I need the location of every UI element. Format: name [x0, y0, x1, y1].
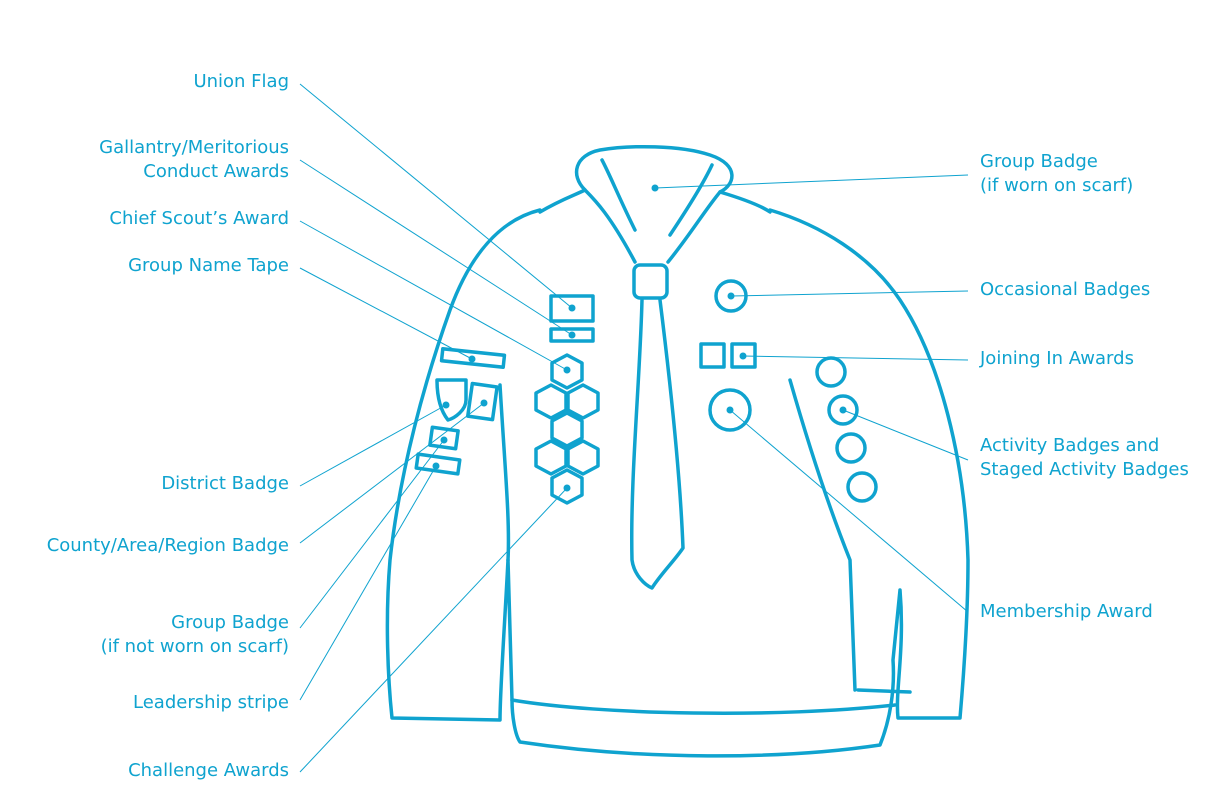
label-gallantry: Gallantry/Meritorious Conduct Awards [99, 137, 289, 182]
leader-challenge [299, 487, 568, 773]
leadership-stripe-badge [414, 452, 462, 476]
label-group-badge-scarf: Group Badge (if worn on scarf) [980, 151, 1134, 196]
challenge-hex-4 [534, 439, 568, 476]
district-badge-shield [435, 378, 468, 422]
activity-badge-3 [835, 432, 867, 464]
activity-badge-2 [827, 394, 859, 426]
county-badge [466, 381, 499, 422]
leader-district [299, 404, 447, 487]
challenge-hex-2 [566, 383, 600, 420]
label-chief-scout: Chief Scout’s Award [109, 208, 289, 229]
right-sleeve-seam [788, 378, 857, 692]
label-county-badge: County/Area/Region Badge [46, 535, 289, 556]
leader-group-badge-scarf [654, 174, 969, 189]
dot-activity [839, 406, 847, 414]
gallantry-badge [549, 327, 595, 343]
collar-inner [583, 188, 722, 264]
dot-county [480, 399, 488, 407]
group-badge-small [428, 425, 460, 451]
dot-chief-scout [563, 366, 571, 374]
label-union-flag: Union Flag [193, 71, 289, 92]
scarf [630, 298, 685, 590]
membership-award-badge [708, 388, 752, 432]
dot-membership [726, 406, 734, 414]
label-membership-award: Membership Award [980, 601, 1153, 622]
label-joining-in-awards: Joining In Awards [980, 348, 1134, 369]
label-leadership-stripe: Leadership stripe [133, 692, 289, 713]
leader-activity [842, 409, 969, 461]
dot-leadership-stripe [432, 462, 440, 470]
leader-chief-scout [299, 220, 568, 371]
dot-district [442, 401, 450, 409]
dot-gallantry [568, 331, 576, 339]
leader-group-name-tape [299, 267, 473, 360]
label-district-badge: District Badge [161, 473, 289, 494]
right-cuff [856, 688, 912, 694]
joining-in-award-1 [699, 342, 726, 369]
waistband [510, 698, 897, 715]
chief-scout-hex [550, 353, 584, 390]
name-tape-badge [439, 347, 507, 369]
collar-v [600, 158, 714, 237]
dot-group-name-tape [468, 355, 476, 363]
joining-in-award-2 [730, 342, 757, 369]
leader-occasional [730, 290, 969, 297]
woggle [632, 263, 669, 300]
dot-union-flag [568, 304, 576, 312]
activity-badge-4 [846, 471, 878, 503]
dot-joining-in [739, 352, 747, 360]
label-activity-badges: Activity Badges and Staged Activity Badg… [980, 435, 1189, 480]
dot-group-badge-not-scarf [440, 436, 448, 444]
challenge-hex-3 [550, 411, 584, 448]
dot-occasional [727, 292, 735, 300]
leader-leadership-stripe [299, 465, 437, 701]
collar-left [538, 145, 772, 214]
leader-joining-in [742, 355, 969, 361]
challenge-hex-1 [534, 383, 568, 420]
label-occasional-badges: Occasional Badges [980, 279, 1151, 300]
dot-group-badge-scarf [651, 184, 659, 192]
challenge-hex-5 [566, 439, 600, 476]
union-flag-badge [549, 294, 595, 323]
leader-county [299, 402, 485, 544]
activity-badge-1 [815, 356, 847, 388]
leader-gallantry [299, 159, 573, 336]
label-group-badge-not-scarf: Group Badge (if not worn on scarf) [100, 612, 289, 657]
dot-challenge [563, 484, 571, 492]
label-group-name-tape: Group Name Tape [128, 255, 289, 276]
left-sleeve-seam [498, 383, 511, 562]
challenge-hex-6 [550, 468, 584, 505]
leader-union-flag [299, 83, 573, 309]
leader-membership [729, 409, 969, 613]
leader-group-badge-not-scarf [299, 439, 445, 629]
label-challenge-awards: Challenge Awards [128, 760, 289, 781]
